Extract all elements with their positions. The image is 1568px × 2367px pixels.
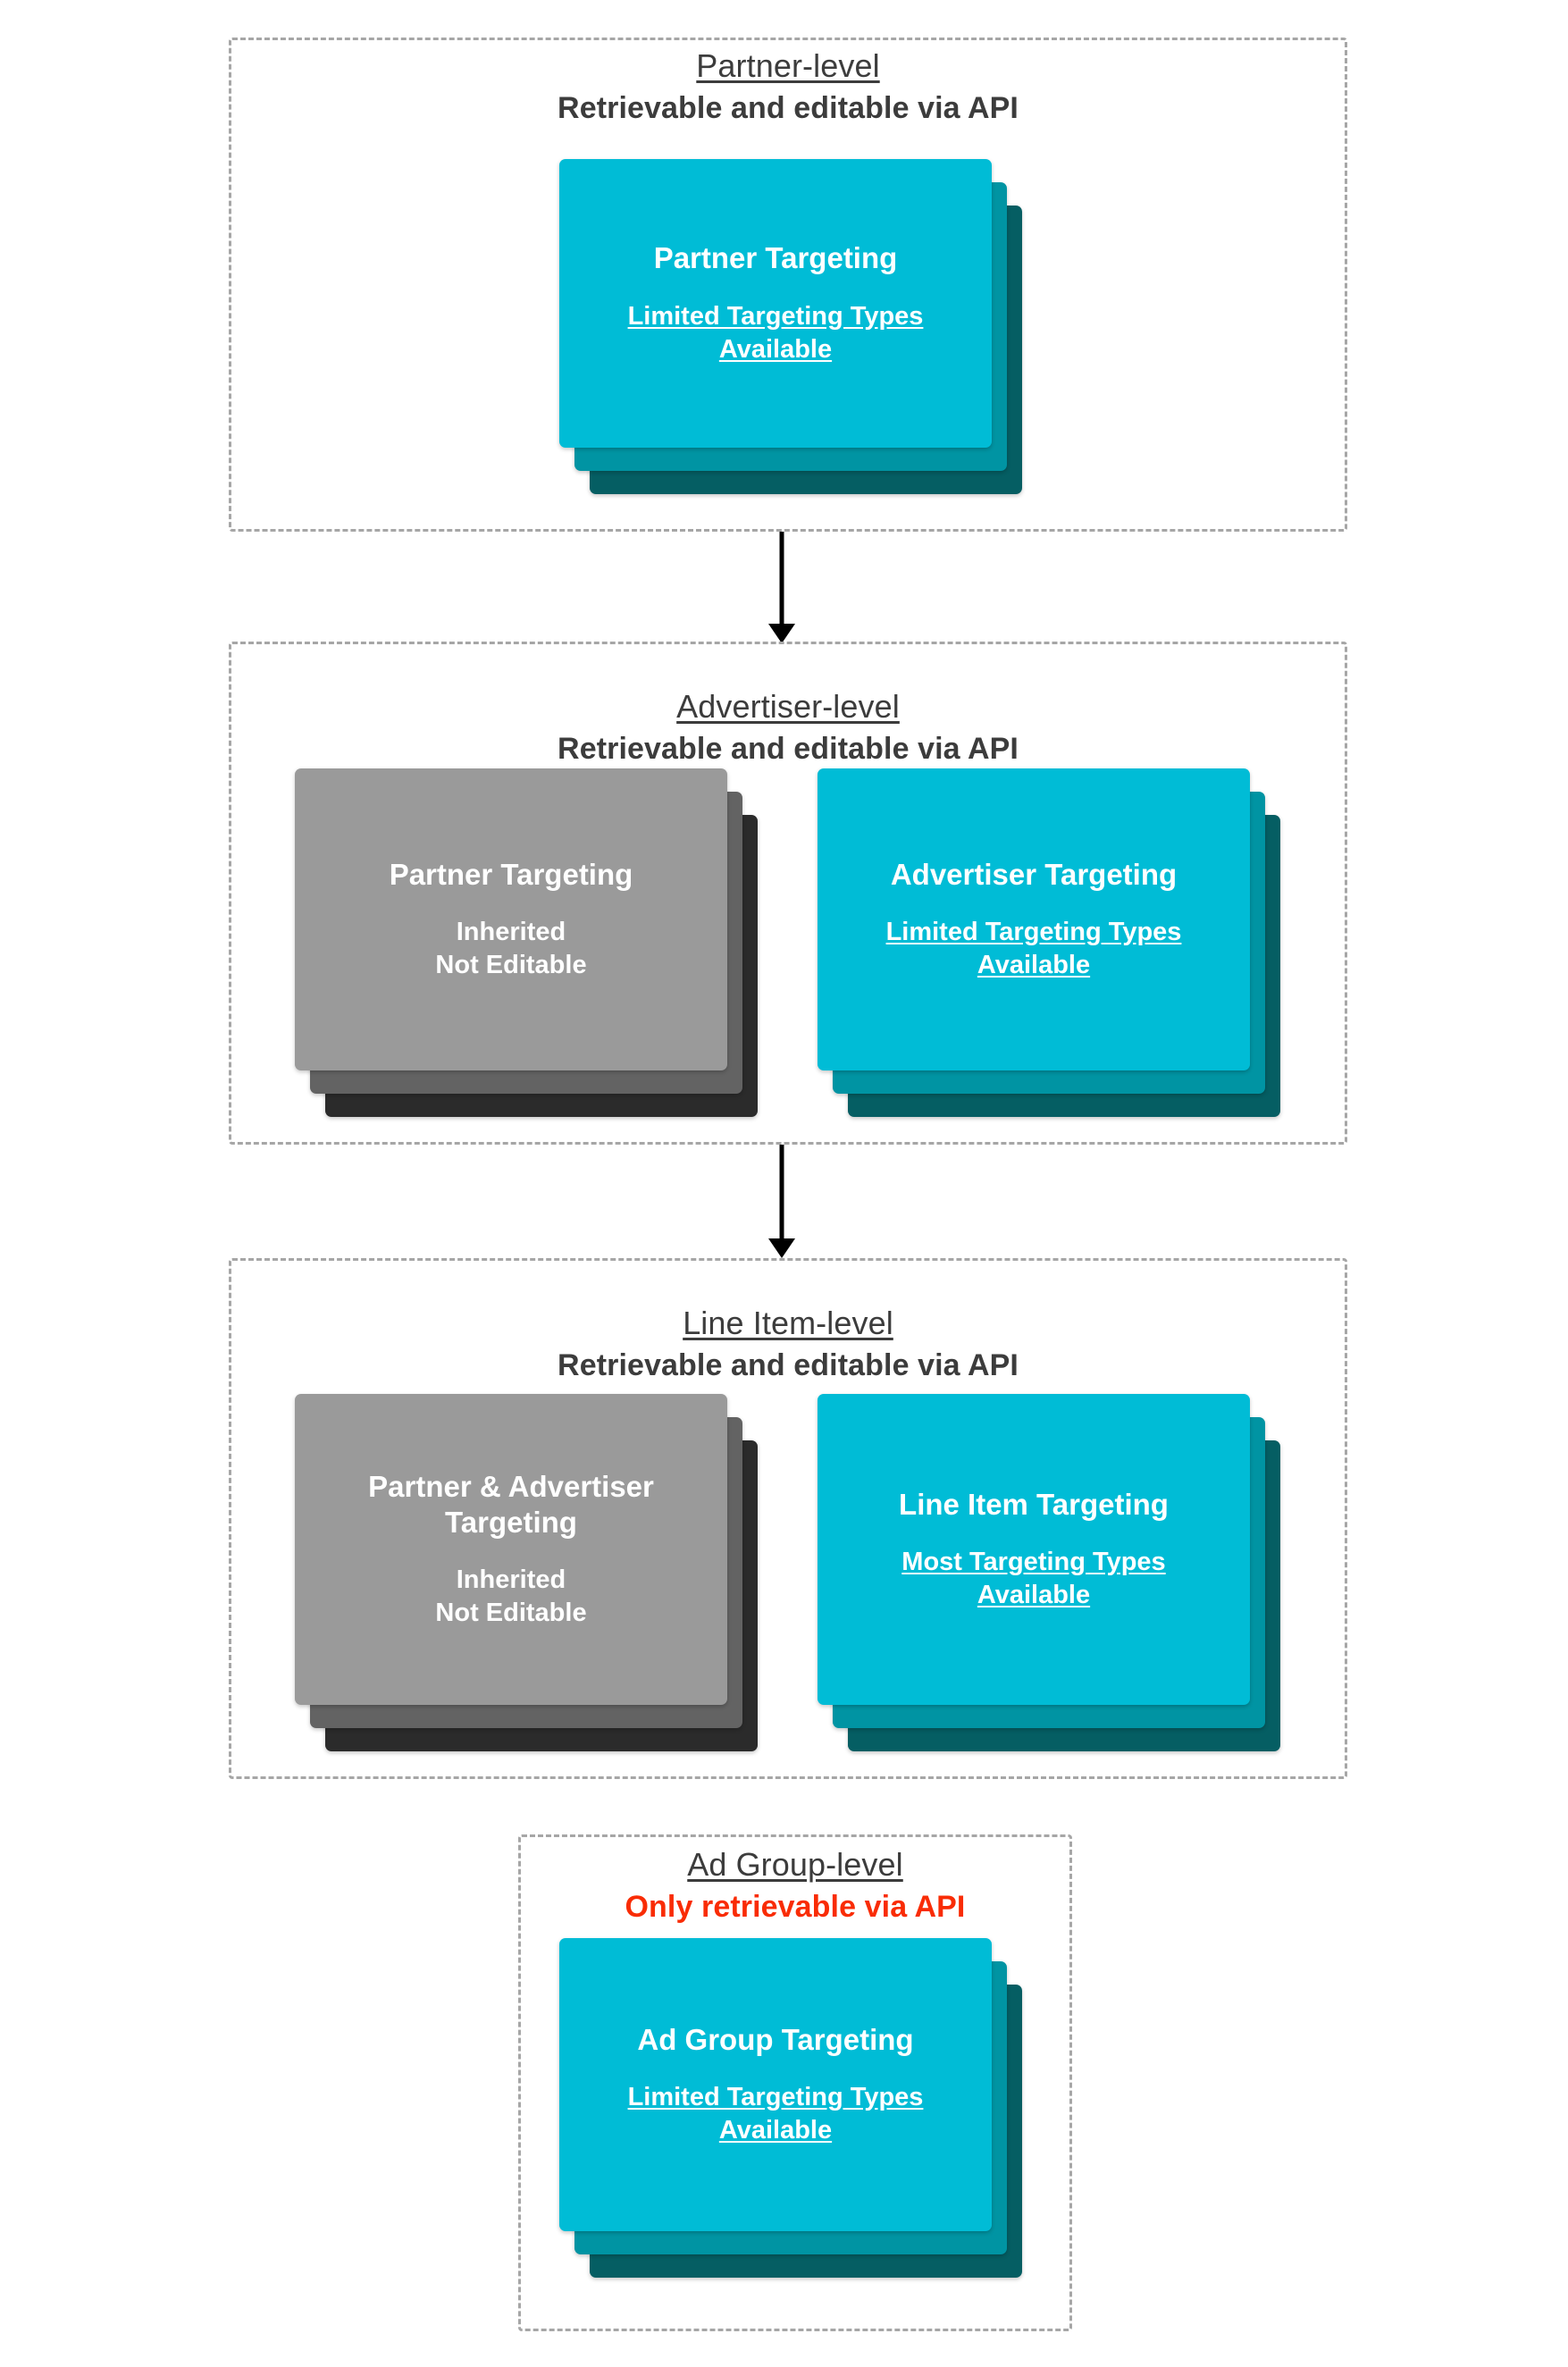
card-title: Partner & Advertiser Targeting <box>368 1469 654 1539</box>
card-layer-front: Advertiser Targeting Limited Targeting T… <box>818 768 1250 1070</box>
level-container-ad-group <box>518 1834 1072 2331</box>
connector-shaft <box>779 1145 784 1238</box>
card-note: Inherited Not Editable <box>435 918 587 980</box>
card-note: Limited Targeting Types Available <box>627 2083 924 2145</box>
card-face-partner-targeting-inherited: Partner Targeting Inherited Not Editable <box>295 768 727 1070</box>
level-container-line-item <box>229 1258 1347 1779</box>
card-face-advertiser-targeting: Advertiser Targeting Limited Targeting T… <box>818 768 1250 1070</box>
connector-shaft <box>779 532 784 624</box>
card-title: Line Item Targeting <box>899 1487 1169 1521</box>
card-title: Partner Targeting <box>653 241 898 275</box>
card-title: Partner Targeting <box>389 857 633 891</box>
card-stack-partner-advertiser-targeting-inherited[interactable]: Partner & Advertiser Targeting Inherited… <box>295 1394 758 1751</box>
level-container-partner <box>229 38 1347 532</box>
level-container-advertiser <box>229 642 1347 1145</box>
card-stack-line-item-targeting[interactable]: Line Item Targeting Most Targeting Types… <box>818 1394 1280 1751</box>
card-note: Most Targeting Types Available <box>901 1548 1166 1610</box>
card-layer-front: Partner Targeting Inherited Not Editable <box>295 768 727 1070</box>
card-layer-front: Partner Targeting Limited Targeting Type… <box>559 159 992 448</box>
connector-advertiser-to-line-item <box>764 1145 800 1258</box>
card-layer-front: Partner & Advertiser Targeting Inherited… <box>295 1394 727 1705</box>
card-note: Limited Targeting Types Available <box>885 918 1182 980</box>
connector-partner-to-advertiser <box>764 532 800 643</box>
card-layer-front: Line Item Targeting Most Targeting Types… <box>818 1394 1250 1705</box>
card-stack-partner-targeting[interactable]: Partner Targeting Limited Targeting Type… <box>559 159 1022 494</box>
connector-arrowhead <box>768 1238 795 1258</box>
card-note: Inherited Not Editable <box>435 1565 587 1628</box>
card-stack-ad-group-targeting[interactable]: Ad Group Targeting Limited Targeting Typ… <box>559 1938 1022 2278</box>
connector-arrowhead <box>768 624 795 643</box>
card-title: Advertiser Targeting <box>890 857 1178 891</box>
card-face-partner-targeting: Partner Targeting Limited Targeting Type… <box>559 159 992 448</box>
card-face-ad-group-targeting: Ad Group Targeting Limited Targeting Typ… <box>559 1938 992 2231</box>
card-title: Ad Group Targeting <box>637 2022 914 2056</box>
card-stack-advertiser-targeting[interactable]: Advertiser Targeting Limited Targeting T… <box>818 768 1280 1117</box>
card-layer-front: Ad Group Targeting Limited Targeting Typ… <box>559 1938 992 2231</box>
card-note: Limited Targeting Types Available <box>627 301 924 364</box>
card-stack-partner-targeting-inherited[interactable]: Partner Targeting Inherited Not Editable <box>295 768 758 1117</box>
card-face-line-item-targeting: Line Item Targeting Most Targeting Types… <box>818 1394 1250 1705</box>
card-face-partner-advertiser-targeting-inherited: Partner & Advertiser Targeting Inherited… <box>295 1394 727 1705</box>
